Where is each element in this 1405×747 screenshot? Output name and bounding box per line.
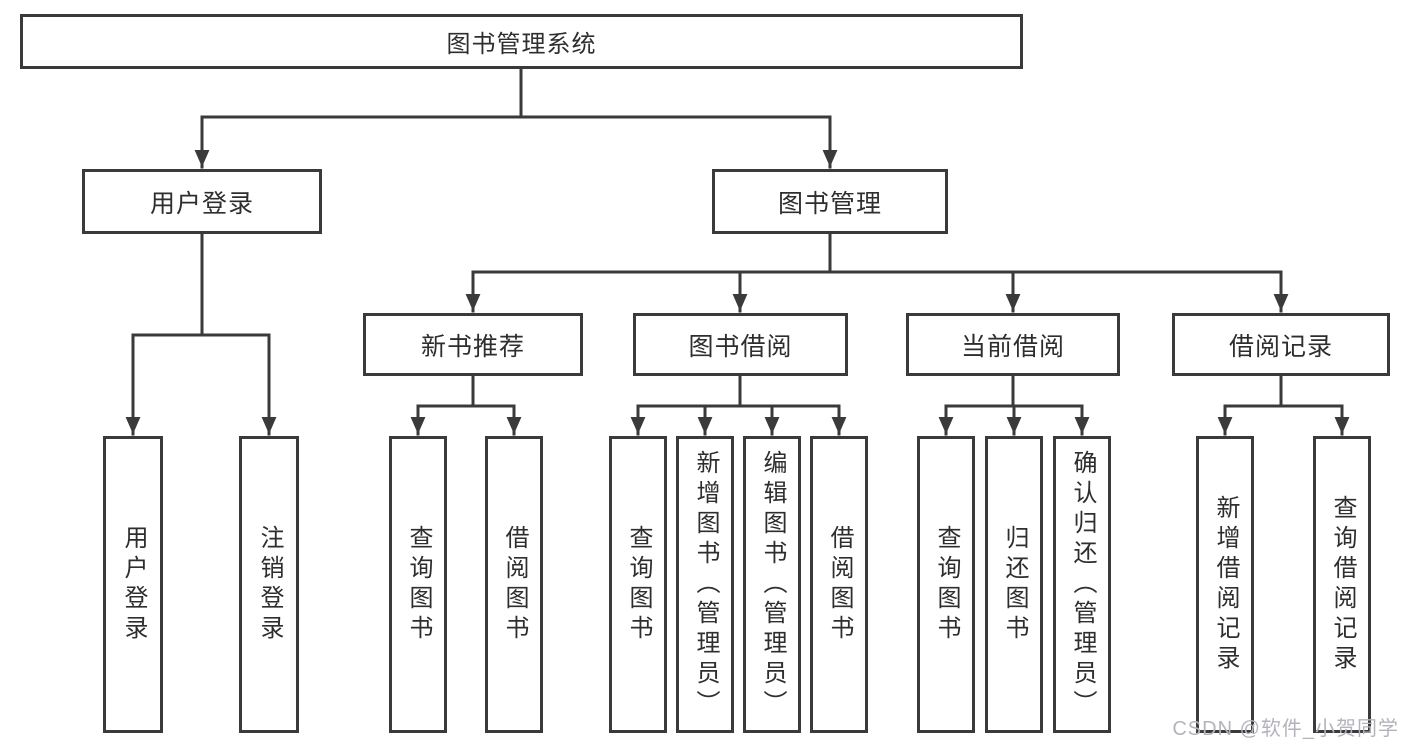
node-leaf-add-borrow-record: 新增借阅记录 [1196,436,1254,733]
connector-borrow-records-to-leaves [1217,374,1350,436]
node-new-book-recommend: 新书推荐 [363,313,583,376]
node-leaf-borrow-books-recommend: 借阅图书 [485,436,543,733]
node-leaf-query-books-current: 查询图书 [917,436,975,733]
node-user-login-branch: 用户登录 [82,169,322,234]
node-leaf-borrow-books: 借阅图书 [810,436,868,733]
node-book-borrowing: 图书借阅 [633,313,848,376]
connector-current-borrow-to-leaves [938,374,1090,436]
node-leaf-confirm-return-admin: 确认归还（管理员） [1053,436,1111,733]
node-leaf-return-books: 归还图书 [985,436,1043,733]
connector-book-borrow-to-leaves [630,374,847,436]
node-leaf-query-borrow-record: 查询借阅记录 [1313,436,1371,733]
node-leaf-logout: 注销登录 [239,436,299,733]
connector-new-books-to-leaves [410,374,522,436]
connector-user-branch-to-leaves [125,232,277,436]
node-leaf-edit-books-admin: 编辑图书（管理员） [743,436,801,733]
connector-book-branch-to-modules [465,232,1289,313]
node-borrowing-records: 借阅记录 [1172,313,1390,376]
node-leaf-query-books-borrow: 查询图书 [609,436,667,733]
node-leaf-add-books-admin: 新增图书（管理员） [676,436,734,733]
node-leaf-query-books-recommend: 查询图书 [389,436,447,733]
node-root-system: 图书管理系统 [20,14,1023,69]
node-book-management-branch: 图书管理 [712,169,948,234]
node-leaf-user-login: 用户登录 [103,436,163,733]
node-current-borrowing: 当前借阅 [906,313,1120,376]
connector-root-to-branches [194,67,838,169]
